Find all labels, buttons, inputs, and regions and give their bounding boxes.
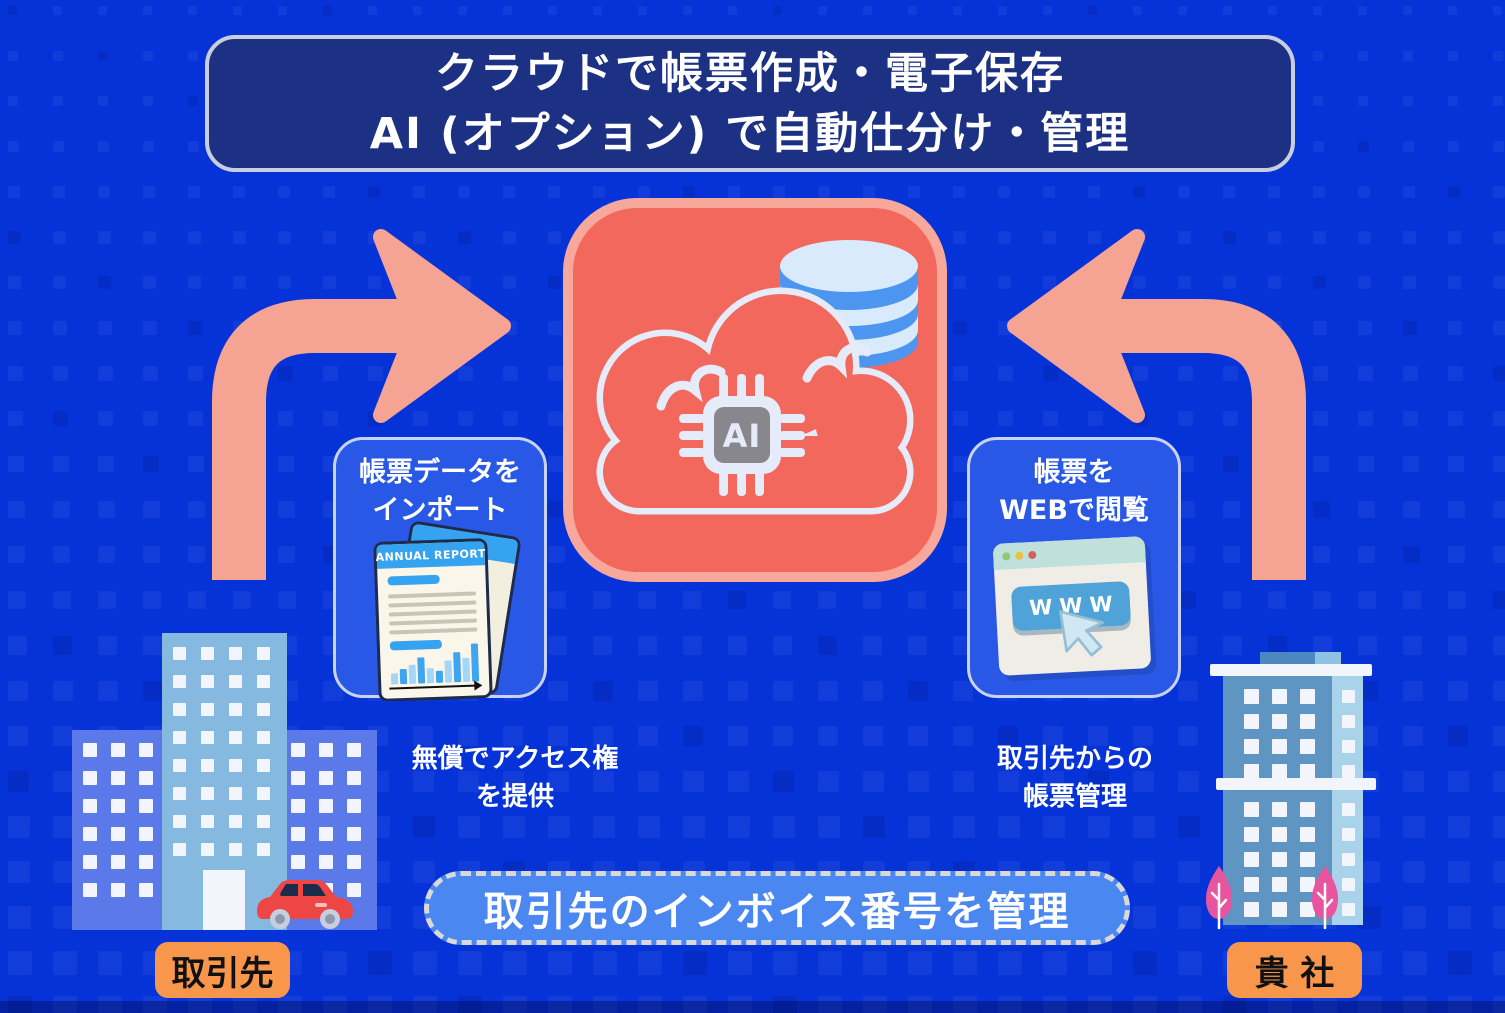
import-card: 帳票データを インポート ANNUAL REPORT [333,437,550,701]
tree-icon [1206,866,1232,930]
right-caption: 取引先からの 帳票管理 [996,744,1153,812]
traffic-dot-yellow [1015,551,1024,560]
cloud-ai-database-icon: AI [596,240,918,515]
web-view-card: 帳票を WEBで閲覧 WWW [967,437,1181,698]
banner-line-2: AI (オプション) で自動仕分け・管理 [369,108,1131,159]
annual-report-icon: ANNUAL REPORT [336,440,550,701]
bottom-edge-strip [0,1001,1505,1013]
traffic-dot-red [1028,550,1037,560]
arrow-right-icon [1007,229,1306,580]
cloud-ai-tile: AI [563,198,947,582]
company-label: 貴 社 [1227,942,1362,998]
tree-icon [1312,866,1338,930]
car-icon [257,880,353,929]
company-building-icon [1205,652,1385,930]
top-banner: クラウドで帳票作成・電子保存 AI (オプション) で自動仕分け・管理 [205,35,1295,172]
web-view-card-title: 帳票を WEBで閲覧 [999,457,1149,526]
import-card-title: 帳票データを インポート [359,457,521,526]
banner-line-1: クラウドで帳票作成・電子保存 [435,48,1065,99]
partner-label: 取引先 [155,942,290,998]
arrow-left-icon [212,229,511,580]
report-axis-icon [389,683,482,690]
ai-chip-label: AI [723,417,762,455]
partner-buildings-icon [72,630,402,930]
document-title: ANNUAL REPORT [375,546,487,564]
invoice-banner: 取引先のインボイス番号を管理 [424,871,1130,945]
browser-header [992,536,1146,571]
report-bars-icon [390,643,480,685]
traffic-dot-green [1002,552,1011,561]
browser-window-icon: WWW [992,536,1152,676]
cursor-icon [1059,610,1104,657]
ai-chip-icon: AI [679,374,805,496]
left-caption: 無償でアクセス権 を提供 [411,744,619,812]
